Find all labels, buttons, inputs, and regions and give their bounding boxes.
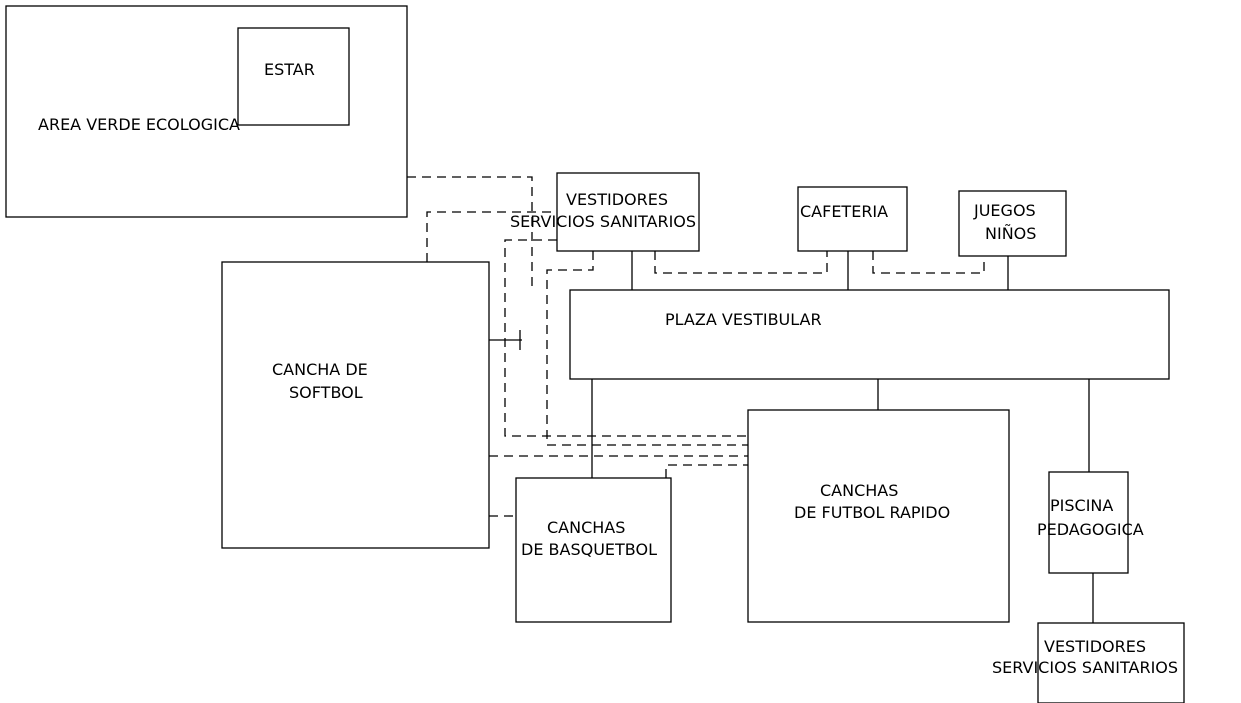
cafeteria-label: CAFETERIA	[800, 202, 888, 221]
connector-basquetbol-futbol	[665, 464, 748, 478]
area-verde-zone: AREA VERDE ECOLOGICA	[5, 5, 408, 218]
juegos-ninos-label-line1: JUEGOS	[973, 201, 1036, 220]
canchas-futbol-label-line1: CANCHAS	[820, 481, 898, 500]
connector-vestidores-futbol-outer	[504, 239, 748, 437]
cafeteria-box	[797, 186, 908, 252]
connections	[407, 176, 1094, 623]
piscina-box	[1048, 471, 1129, 574]
cancha-softbol-label-line2: SOFTBOL	[289, 383, 363, 402]
cancha-softbol-zone: CANCHA DE SOFTBOL	[221, 261, 490, 549]
connector-vestidores-futbol-inner	[546, 251, 748, 446]
cancha-softbol-label-line1: CANCHA DE	[272, 360, 368, 379]
connector-softbol-vestidores	[426, 211, 557, 262]
canchas-basquetbol-zone: CANCHAS DE BASQUETBOL	[515, 477, 672, 623]
vestidores-bottom-zone: VESTIDORES SERVICIOS SANITARIOS	[992, 622, 1185, 703]
juegos-ninos-label-line2: NIÑOS	[985, 224, 1036, 243]
canchas-basquetbol-label-line2: DE BASQUETBOL	[521, 540, 657, 559]
plaza-vestibular-zone: PLAZA VESTIBULAR	[569, 289, 1170, 380]
estar-zone: ESTAR	[237, 27, 350, 126]
canchas-futbol-box	[747, 409, 1010, 623]
canchas-futbol-zone: CANCHAS DE FUTBOL RAPIDO	[747, 409, 1010, 623]
canchas-basquetbol-box	[515, 477, 672, 623]
juegos-ninos-box	[958, 190, 1067, 257]
connector-softbol-tick	[489, 330, 522, 350]
piscina-label-line2: PEDAGOGICA	[1037, 520, 1144, 539]
vestidores-top-zone: VESTIDORES SERVICIOS SANITARIOS	[510, 172, 700, 252]
canchas-futbol-label-line2: DE FUTBOL RAPIDO	[794, 503, 950, 522]
connector-cafeteria-juegos	[872, 251, 985, 274]
plaza-vestibular-box	[569, 289, 1170, 380]
piscina-zone: PISCINA PEDAGOGICA	[1037, 471, 1144, 574]
area-verde-label: AREA VERDE ECOLOGICA	[38, 115, 240, 134]
plaza-vestibular-label: PLAZA VESTIBULAR	[665, 310, 822, 329]
cafeteria-zone: CAFETERIA	[797, 186, 908, 252]
vestidores-bottom-label-line2: SERVICIOS SANITARIOS	[992, 658, 1178, 677]
vestidores-bottom-box	[1037, 622, 1185, 703]
juegos-ninos-zone: JUEGOS NIÑOS	[958, 190, 1067, 257]
connector-vestidores-cafeteria	[654, 251, 828, 274]
area-verde-box	[5, 5, 408, 218]
vestidores-bottom-label-line1: VESTIDORES	[1044, 637, 1146, 656]
vestidores-top-label-line1: VESTIDORES	[566, 190, 668, 209]
vestidores-top-box	[556, 172, 700, 252]
piscina-label-line1: PISCINA	[1050, 496, 1113, 515]
estar-box	[237, 27, 350, 126]
canchas-basquetbol-label-line1: CANCHAS	[547, 518, 625, 537]
cancha-softbol-box	[221, 261, 490, 549]
connector-areaverde-vestidores	[407, 176, 533, 290]
estar-label: ESTAR	[264, 60, 315, 79]
vestidores-top-label-line2: SERVICIOS SANITARIOS	[510, 212, 696, 231]
